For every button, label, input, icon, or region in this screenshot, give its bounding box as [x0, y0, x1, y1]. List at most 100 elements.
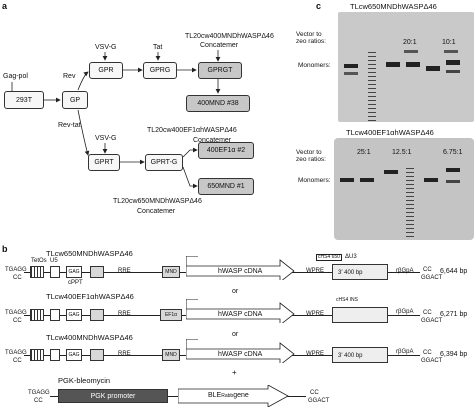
ble-label: BLERabbgene — [208, 392, 249, 399]
box-gprgt: GPRGT — [198, 62, 242, 79]
gene-3-label: hWASP cDNA — [218, 351, 263, 358]
band — [386, 62, 400, 67]
construct-3-size: 6,394 bp — [440, 351, 468, 358]
gene-1-label: hWASP cDNA — [218, 268, 263, 275]
band — [344, 64, 358, 68]
label-concat-mid: TL20cw400EF1αhWASPΔ46 — [147, 127, 237, 134]
pgk-title: PGK-bleomycin — [58, 376, 111, 385]
arrow-gprtg-ef1a — [182, 147, 198, 158]
insulator-1 — [332, 264, 388, 280]
label-cc-right: CC — [423, 310, 432, 316]
label-concat-top-sub: Concatemer — [200, 42, 239, 49]
arrow-gp-gpr — [77, 71, 89, 91]
construct-1-size: 6,644 bp — [440, 268, 468, 275]
label-wpre: WPRE — [306, 268, 324, 274]
ble-arrow — [178, 385, 289, 407]
insulator-2-label: cHS4 INS — [336, 297, 358, 303]
label-tgagg: TGAGG — [5, 310, 27, 316]
gel-bottom-ratio-2: 12.5:1 — [392, 149, 412, 156]
or-1: or — [232, 288, 239, 295]
label-concat-bot-sub: Concatemer — [137, 208, 176, 215]
gel-bottom-ratio-3: 6.75:1 — [443, 149, 463, 156]
ladder-lane — [406, 168, 414, 238]
insulator-1-label: 3' 400 bp — [338, 270, 363, 276]
promoter-2: EF1α — [160, 309, 182, 321]
gel-bottom-monomers: Monomers: — [298, 177, 331, 184]
gel-top-ratio-1: 20:1 — [403, 39, 417, 46]
label-rbgpa: rβGpA — [396, 309, 414, 315]
construct-2: TGAGG CC GAG RRE EF1α hWASP cDNA WPRE cH… — [0, 298, 474, 331]
band — [446, 70, 460, 73]
gene-arrow-1 — [186, 256, 295, 280]
gag-block: GAG — [66, 349, 82, 361]
label-rev: Rev — [63, 73, 76, 80]
label-cppt: cPPT — [68, 280, 83, 286]
gel-top-ratio-label: Vector to zeo ratios: — [296, 31, 326, 45]
label-vsvg-mid: VSV-G — [95, 135, 117, 142]
construct-1: TGAGG CC TetOs U5 GAG cPPT RRE MND hWASP… — [0, 254, 474, 290]
ladder-lane — [368, 52, 376, 122]
arrow-gp-gprt — [77, 109, 90, 156]
pgk-promoter-block: PGK promoter — [58, 389, 168, 403]
label-ggact: GGACT — [421, 275, 443, 281]
gel-bottom-title: TLcw400EF1αhWASPΔ46 — [346, 128, 434, 137]
gene-arrow-2 — [186, 299, 295, 323]
box-mnd38: 400MND #38 — [186, 95, 250, 112]
band — [446, 60, 460, 65]
u5-block — [50, 266, 60, 278]
construct-3-name: TLcw400MNDhWASPΔ46 — [46, 333, 133, 342]
psi-block — [90, 309, 104, 321]
label-tgagg: TGAGG — [5, 350, 27, 356]
band — [446, 180, 460, 183]
label-gag-pol: Gag-pol — [3, 73, 28, 80]
label-cc-left: CC — [13, 358, 22, 364]
u5-block — [50, 349, 60, 361]
label-cc-right: CC — [423, 350, 432, 356]
band — [424, 178, 438, 182]
panel-label-a: a — [2, 1, 8, 11]
band — [360, 178, 374, 182]
band — [384, 170, 398, 174]
box-gpr: GPR — [89, 62, 123, 79]
or-2: or — [232, 331, 239, 338]
band — [344, 72, 358, 75]
label-u5: U5 — [50, 258, 58, 264]
label-concat-bot: TL20cw650MNDhWASPΔ46 — [113, 198, 202, 205]
label-du3: ΔU3 — [345, 254, 357, 260]
gene-2-label: hWASP cDNA — [218, 311, 263, 318]
construct-3: TGAGG CC GAG RRE MND hWASP cDNA WPRE 3' … — [0, 339, 474, 369]
plus-sign: + — [232, 368, 237, 377]
psi-block — [90, 349, 104, 361]
box-gprtg: GPRT-G — [145, 154, 183, 171]
gag-block: GAG — [66, 309, 82, 321]
band — [446, 168, 460, 172]
box-mnd1: 650MND #1 — [198, 178, 254, 195]
psi-block — [90, 266, 104, 278]
arrow-gprtg-mnd1 — [182, 166, 198, 189]
flow-arrows — [11, 50, 221, 189]
box-gp: GP — [62, 91, 88, 109]
label-wpre: WPRE — [306, 311, 324, 317]
gel-top-ratio-2: 10:1 — [442, 39, 456, 46]
band — [406, 62, 420, 67]
label-rre: RRE — [118, 311, 131, 317]
gel-bottom-ratio-label: Vector to zeo ratios: — [296, 149, 326, 163]
tet-operators — [30, 309, 44, 321]
u5-block — [50, 309, 60, 321]
gel-top-title: TLcw650MNDhWASPΔ46 — [350, 2, 437, 11]
band — [444, 50, 458, 53]
box-gprg: GPRG — [143, 62, 177, 79]
insulator-3-label: 3' 400 bp — [338, 353, 363, 359]
label-rre: RRE — [118, 268, 131, 274]
insulator-3 — [332, 347, 388, 363]
construct-2-name: TLcw400EF1αhWASPΔ46 — [46, 292, 134, 301]
label-ggact: GGACT — [308, 398, 330, 404]
panel-label-c: c — [316, 1, 322, 11]
label-rre: RRE — [118, 351, 131, 357]
construct-2-size: 6,271 bp — [440, 311, 468, 318]
label-ggact: GGACT — [421, 358, 443, 364]
label-rev-tat: Rev-tat — [58, 122, 81, 129]
label-cc-right: CC — [423, 267, 432, 273]
pgk-construct: TGAGG CC PGK promoter BLERabbgene CC GGA… — [0, 385, 474, 409]
label-cc-right: CC — [310, 390, 319, 396]
